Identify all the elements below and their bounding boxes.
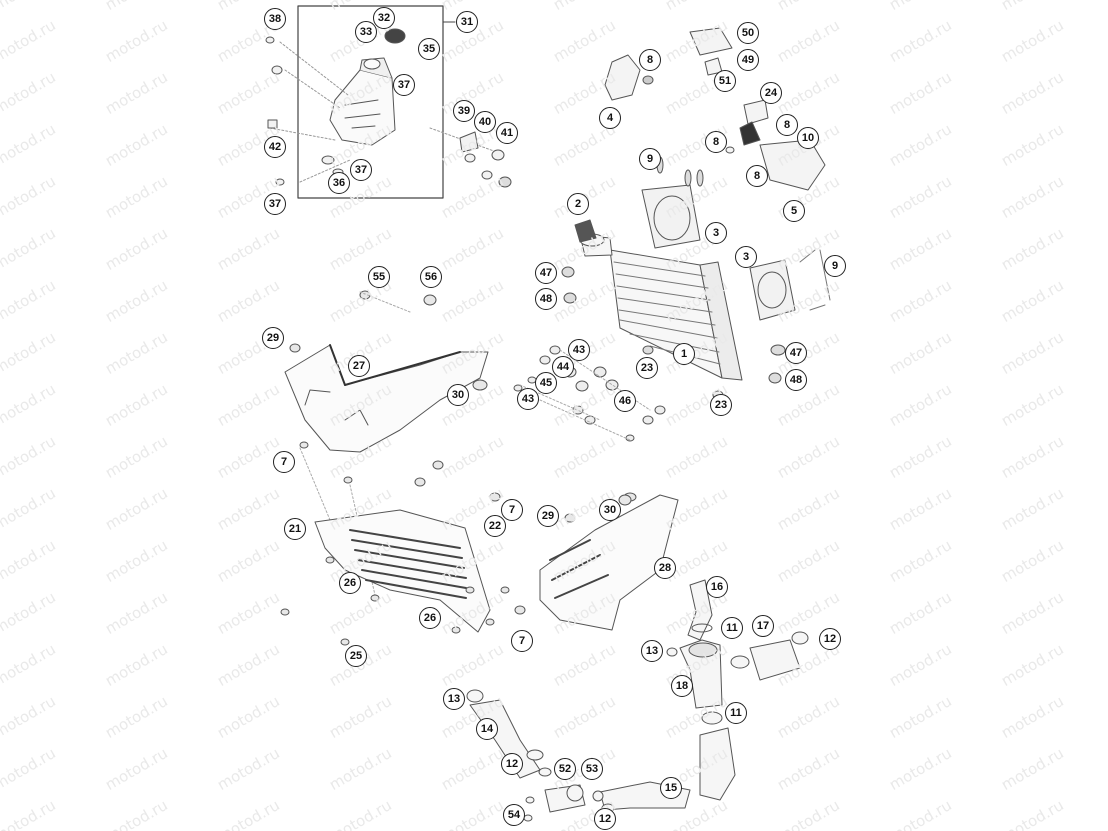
- callout-part-45[interactable]: 45: [535, 372, 557, 394]
- callout-part-29[interactable]: 29: [262, 327, 284, 349]
- expansion-tank: [329, 28, 406, 146]
- callout-part-17[interactable]: 17: [752, 615, 774, 637]
- callout-part-39[interactable]: 39: [453, 100, 475, 122]
- callout-part-26b[interactable]: 26: [419, 607, 441, 629]
- upper-fairing-panel: [284, 344, 489, 453]
- right-side-panel: [539, 494, 679, 631]
- hoses-thermostat: [466, 579, 809, 822]
- callout-part-26[interactable]: 26: [339, 572, 361, 594]
- callout-part-23[interactable]: 23: [636, 357, 658, 379]
- callout-part-46[interactable]: 46: [614, 390, 636, 412]
- bracket-parts: [604, 27, 826, 191]
- callout-part-3b[interactable]: 3: [735, 246, 757, 268]
- callout-part-1[interactable]: 1: [673, 343, 695, 365]
- callout-part-24[interactable]: 24: [760, 82, 782, 104]
- callout-part-47[interactable]: 47: [535, 262, 557, 284]
- callout-part-8b[interactable]: 8: [705, 131, 727, 153]
- callout-part-33[interactable]: 33: [355, 21, 377, 43]
- callout-part-3[interactable]: 3: [705, 222, 727, 244]
- callout-part-22[interactable]: 22: [484, 515, 506, 537]
- callout-part-42[interactable]: 42: [264, 136, 286, 158]
- callout-part-53[interactable]: 53: [581, 758, 603, 780]
- callout-part-36[interactable]: 36: [328, 172, 350, 194]
- callout-part-16[interactable]: 16: [706, 576, 728, 598]
- callout-part-37c[interactable]: 37: [264, 193, 286, 215]
- inset-bolt-lines: [269, 41, 506, 183]
- callout-part-4[interactable]: 4: [599, 107, 621, 129]
- callout-part-9b[interactable]: 9: [824, 255, 846, 277]
- callout-part-48b[interactable]: 48: [785, 369, 807, 391]
- callout-part-51[interactable]: 51: [714, 70, 736, 92]
- fairing-clips-top: [289, 290, 637, 502]
- callout-part-47b[interactable]: 47: [785, 342, 807, 364]
- callout-part-2[interactable]: 2: [567, 193, 589, 215]
- callout-part-12b[interactable]: 12: [501, 753, 523, 775]
- callout-part-55[interactable]: 55: [368, 266, 390, 288]
- callout-part-12[interactable]: 12: [819, 628, 841, 650]
- inset-small-parts: [265, 36, 512, 188]
- radiator-core: [579, 233, 743, 381]
- callout-part-50[interactable]: 50: [737, 22, 759, 44]
- callout-part-35[interactable]: 35: [418, 38, 440, 60]
- callout-part-25[interactable]: 25: [345, 645, 367, 667]
- radiator-fans: [641, 184, 796, 321]
- inset-frame: [297, 5, 444, 199]
- callout-part-8d[interactable]: 8: [776, 114, 798, 136]
- callout-part-23b[interactable]: 23: [710, 394, 732, 416]
- callout-part-37[interactable]: 37: [393, 74, 415, 96]
- callout-part-11b[interactable]: 11: [725, 702, 747, 724]
- callout-part-56[interactable]: 56: [420, 266, 442, 288]
- callout-part-52[interactable]: 52: [554, 758, 576, 780]
- callout-part-37b[interactable]: 37: [350, 159, 372, 181]
- callout-part-54[interactable]: 54: [503, 804, 525, 826]
- callout-part-13b[interactable]: 13: [443, 688, 465, 710]
- callout-part-11[interactable]: 11: [721, 617, 743, 639]
- callout-part-7c[interactable]: 7: [511, 630, 533, 652]
- callout-part-21[interactable]: 21: [284, 518, 306, 540]
- callout-part-48[interactable]: 48: [535, 288, 557, 310]
- callout-part-31[interactable]: 31: [456, 11, 478, 33]
- callout-part-8[interactable]: 8: [639, 49, 661, 71]
- callout-part-30[interactable]: 30: [447, 384, 469, 406]
- callout-part-18[interactable]: 18: [671, 675, 693, 697]
- callout-part-40[interactable]: 40: [474, 111, 496, 133]
- callout-part-29b[interactable]: 29: [537, 505, 559, 527]
- callout-part-30b[interactable]: 30: [599, 499, 621, 521]
- callout-part-28[interactable]: 28: [654, 557, 676, 579]
- callout-part-5[interactable]: 5: [783, 200, 805, 222]
- callout-part-15[interactable]: 15: [660, 777, 682, 799]
- callout-part-41[interactable]: 41: [496, 122, 518, 144]
- callout-part-8c[interactable]: 8: [746, 165, 768, 187]
- callout-part-12c[interactable]: 12: [594, 808, 616, 830]
- callout-part-43b[interactable]: 43: [517, 388, 539, 410]
- callout-part-7[interactable]: 7: [273, 451, 295, 473]
- callout-part-32[interactable]: 32: [373, 7, 395, 29]
- callout-part-43[interactable]: 43: [568, 339, 590, 361]
- callout-part-27[interactable]: 27: [348, 355, 370, 377]
- callout-part-38[interactable]: 38: [264, 8, 286, 30]
- callout-part-10[interactable]: 10: [797, 127, 819, 149]
- callout-part-9[interactable]: 9: [639, 148, 661, 170]
- callout-part-44[interactable]: 44: [552, 356, 574, 378]
- callout-part-13[interactable]: 13: [641, 640, 663, 662]
- radiator-hardware: [561, 156, 831, 384]
- left-side-panel: [314, 509, 491, 633]
- left-panel-clips: [280, 556, 526, 646]
- callout-part-49[interactable]: 49: [737, 49, 759, 71]
- callout-part-7b[interactable]: 7: [501, 499, 523, 521]
- callout-part-14[interactable]: 14: [476, 718, 498, 740]
- right-panel-clips: [564, 494, 632, 523]
